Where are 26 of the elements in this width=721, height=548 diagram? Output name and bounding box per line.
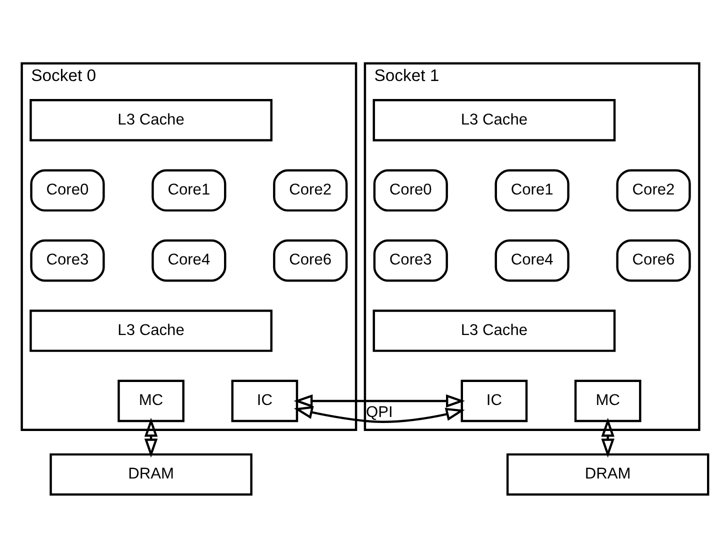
node-box: Core2	[273, 168, 348, 212]
node-box: Core6	[616, 238, 691, 282]
node-box: L3 Cache	[372, 98, 616, 141]
node-box: Core4	[152, 238, 226, 282]
node-box: Core3	[373, 238, 448, 282]
node-box: L3 Cache	[30, 98, 272, 141]
edge-label: QPI	[366, 403, 393, 420]
node-box: DRAM	[50, 452, 252, 496]
node-box: MC	[118, 379, 184, 422]
node-box: L3 Cache	[30, 309, 272, 352]
node-box: Core6	[273, 238, 348, 282]
arrow	[601, 417, 614, 458]
node-box: Core0	[373, 168, 448, 212]
node-box: Core3	[30, 238, 105, 282]
node-box: L3 Cache	[372, 309, 616, 352]
node-box: Core1	[152, 168, 226, 212]
node-box: DRAM	[506, 452, 710, 496]
node-box: MC	[574, 379, 642, 422]
node-box: Core2	[616, 168, 691, 212]
arrow	[144, 417, 158, 458]
node-box: Core1	[494, 168, 570, 212]
node-box: IC	[460, 379, 528, 422]
node-box: Core0	[30, 168, 105, 212]
node-box: Core4	[494, 238, 570, 282]
node-box: IC	[231, 379, 298, 422]
arrow	[294, 394, 465, 422]
